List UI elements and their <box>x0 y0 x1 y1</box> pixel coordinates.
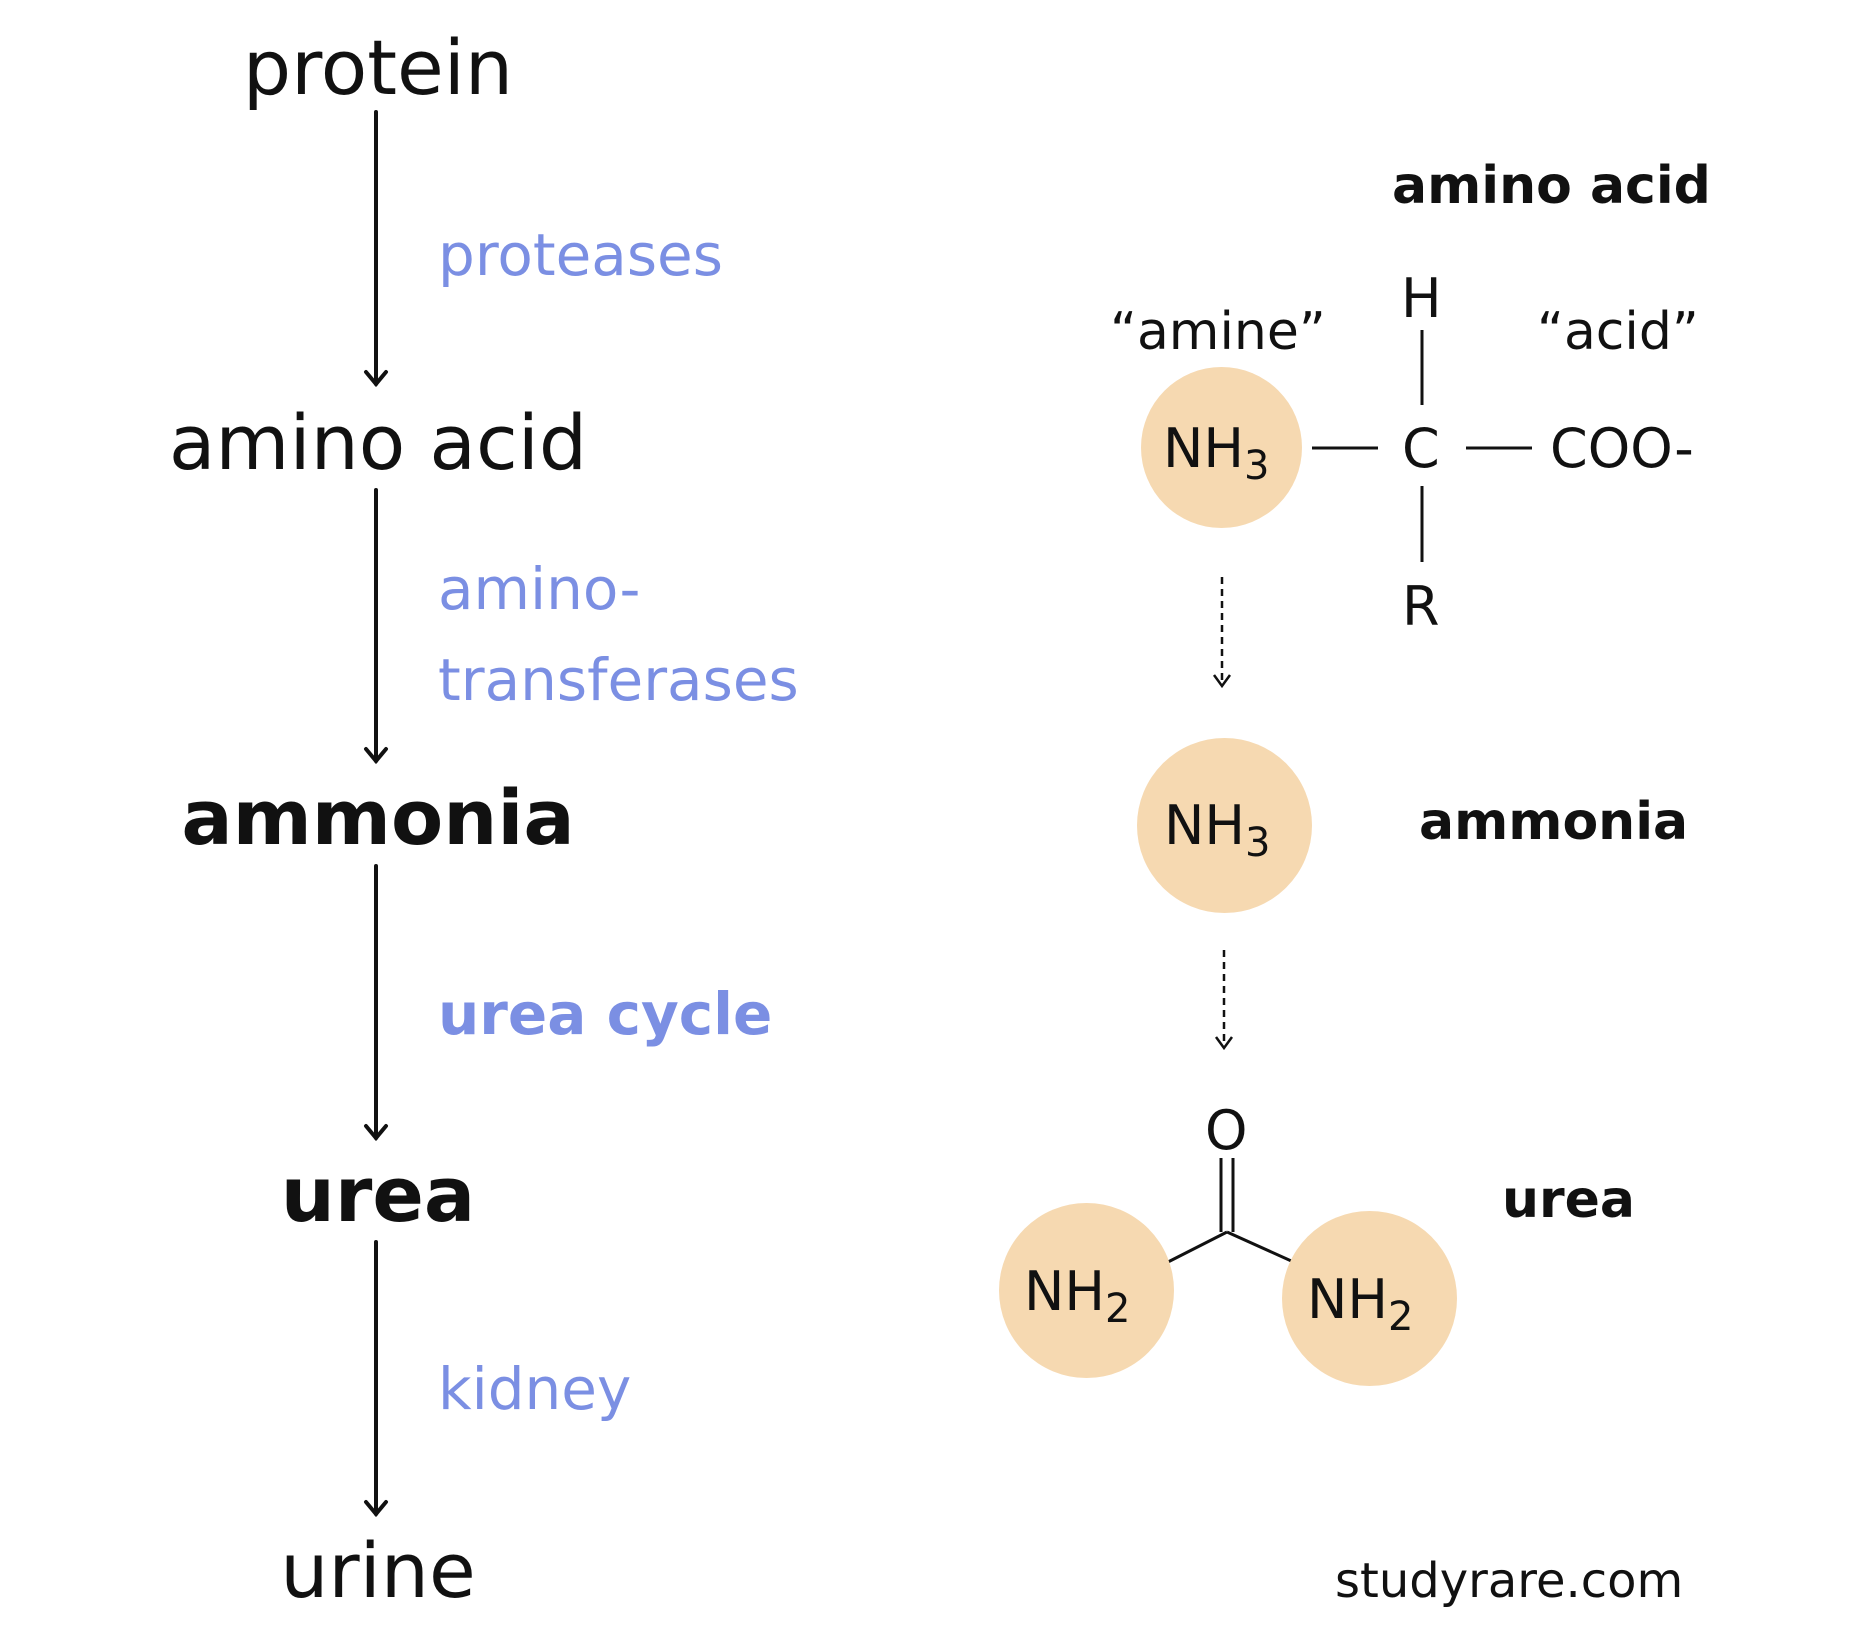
arrow-protein-to-amino-acid <box>364 110 388 388</box>
stage-urine: urine <box>280 1526 476 1615</box>
arrow-ammonia-to-urea <box>364 864 388 1142</box>
dashed-arrow-1 <box>1212 577 1232 689</box>
amino-acid-title: amino acid <box>1392 156 1711 216</box>
bond-c-n-right <box>1226 1230 1299 1266</box>
amine-label: “amine” <box>1110 302 1326 362</box>
ammonia-title: ammonia <box>1419 792 1689 852</box>
step-proteases: proteases <box>438 221 723 289</box>
carbon-atom: C <box>1402 417 1440 480</box>
stage-ammonia: ammonia <box>181 773 575 862</box>
r-group: R <box>1402 575 1440 638</box>
urea-left-amine: NH2 <box>1024 1260 1131 1332</box>
stage-protein: protein <box>242 23 514 112</box>
step-amino: amino- <box>438 555 641 623</box>
urea-left-amine-circle <box>999 1203 1174 1378</box>
hydrogen-atom: H <box>1401 267 1442 330</box>
stage-amino-acid: amino acid <box>168 398 588 487</box>
urea-bonds <box>1167 1158 1299 1266</box>
arrow-urea-to-urine <box>364 1240 388 1518</box>
amino-acid-bonds <box>1312 330 1532 562</box>
step-kidney: kidney <box>438 1355 632 1423</box>
urea-title: urea <box>1502 1170 1636 1230</box>
ammonia-circle <box>1137 738 1312 913</box>
acid-label: “acid” <box>1537 302 1699 362</box>
source-credit: studyrare.com <box>1335 1553 1684 1609</box>
urea-right-amine-circle <box>1282 1211 1457 1386</box>
carboxyl-group: COO- <box>1550 417 1694 480</box>
step-transferases: transferases <box>438 646 799 714</box>
dashed-arrow-2 <box>1214 950 1234 1051</box>
oxygen-atom: O <box>1205 1099 1248 1162</box>
amine-group-circle <box>1141 367 1302 528</box>
ammonia-formula: NH3 <box>1164 794 1271 866</box>
bond-c-n-left <box>1167 1230 1228 1264</box>
step-urea-cycle: urea cycle <box>438 980 773 1048</box>
amine-group: NH3 <box>1163 417 1270 489</box>
stage-urea: urea <box>280 1150 476 1239</box>
urea-right-amine: NH2 <box>1307 1268 1414 1340</box>
arrow-amino-acid-to-ammonia <box>364 488 388 765</box>
